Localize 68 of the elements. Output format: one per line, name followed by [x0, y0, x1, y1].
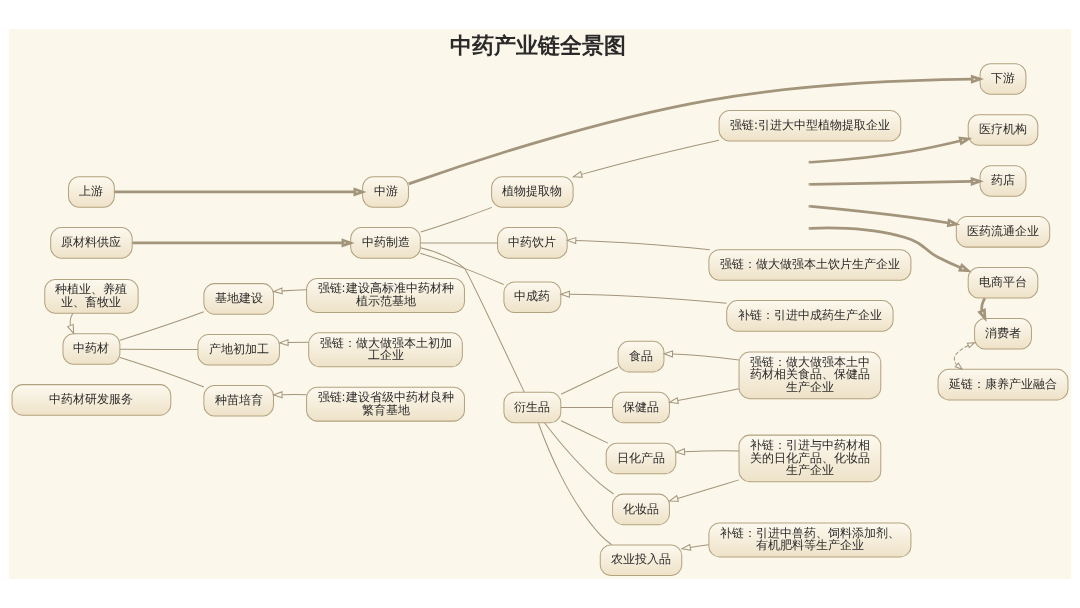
node-box: 保健品 [612, 391, 670, 424]
node-box: 下游 [979, 63, 1027, 95]
arrow [272, 287, 307, 295]
arrow [114, 187, 367, 197]
arrow [272, 391, 307, 399]
connector [560, 420, 609, 444]
node-box: 补链：引进中成药生产企业 [726, 300, 894, 332]
arrow [810, 205, 961, 228]
arrow [953, 342, 976, 371]
arrow [278, 338, 310, 347]
node-box: 强链：做大做强本土饮片生产企业 [708, 249, 912, 281]
node-box: 中药制造 [350, 227, 421, 259]
node-box: 中药饮片 [497, 227, 568, 259]
connector [419, 242, 498, 244]
node-box: 食品 [617, 340, 665, 373]
connector [420, 206, 493, 233]
connector [119, 357, 205, 388]
connector [119, 348, 199, 351]
diagram-title: 中药产业链全景图 [450, 32, 627, 58]
node-box: 强链：做大做强本土中药材相关食品、保健品生产企业 [738, 351, 882, 400]
node-box: 强链:建设高标准中药材种植示范基地 [306, 278, 465, 313]
node-box: 衍生品 [503, 391, 562, 424]
node-box: 基地建设 [203, 283, 274, 315]
connector [119, 311, 205, 341]
node-box: 日化产品 [605, 442, 677, 475]
node-box: 强链:建设省级中药材良种繁育基地 [306, 386, 465, 422]
node-box: 中成药 [503, 281, 562, 313]
arrow [66, 312, 75, 335]
node-box: 强链：做大做强本土初加工企业 [308, 332, 463, 368]
connector [560, 407, 613, 409]
node-box: 强链:引进大中型植物提取企业 [718, 109, 902, 142]
node-box: 种苗培育 [203, 384, 274, 417]
node-box: 延链：康养产业融合 [937, 368, 1069, 401]
connector [420, 247, 525, 393]
node-box: 种植业、养殖业、畜牧业 [44, 278, 139, 314]
node-box: 药店 [979, 165, 1027, 197]
connector [544, 422, 615, 495]
node-box: 医药流通企业 [955, 216, 1051, 248]
node-box: 医疗机构 [967, 114, 1039, 146]
connector [560, 366, 619, 395]
arrow [559, 290, 728, 304]
connector [537, 422, 613, 546]
arrow [810, 226, 972, 273]
arrow [408, 74, 984, 186]
node-box: 农业投入品 [599, 544, 683, 577]
arrow [662, 350, 740, 361]
node-box: 中药材 [62, 333, 121, 365]
arrow [668, 479, 740, 502]
node-box: 原材料供应 [50, 227, 133, 259]
node-box: 补链：引进与中药材相关的日化产品、化妆品生产企业 [738, 434, 882, 483]
arrow [565, 236, 711, 251]
node-box: 植物提取物 [491, 176, 574, 208]
node-box: 补链：引进中兽药、饲料添加剂、有机肥料等生产企业 [708, 522, 912, 558]
arrow [674, 448, 740, 456]
arrow [667, 388, 740, 405]
arrow [571, 139, 720, 178]
arrow [680, 543, 710, 551]
node-box: 电商平台 [967, 267, 1039, 299]
node-box: 中药材研发服务 [11, 384, 172, 416]
connector [419, 252, 505, 286]
node-box: 化妆品 [612, 493, 670, 526]
node-box: 上游 [68, 176, 115, 208]
node-box: 消费者 [974, 317, 1032, 350]
node-box: 中游 [362, 176, 409, 208]
arrow [810, 176, 984, 187]
arrow [810, 136, 973, 164]
node-box: 产地初加工 [197, 334, 280, 366]
arrow [132, 238, 355, 248]
